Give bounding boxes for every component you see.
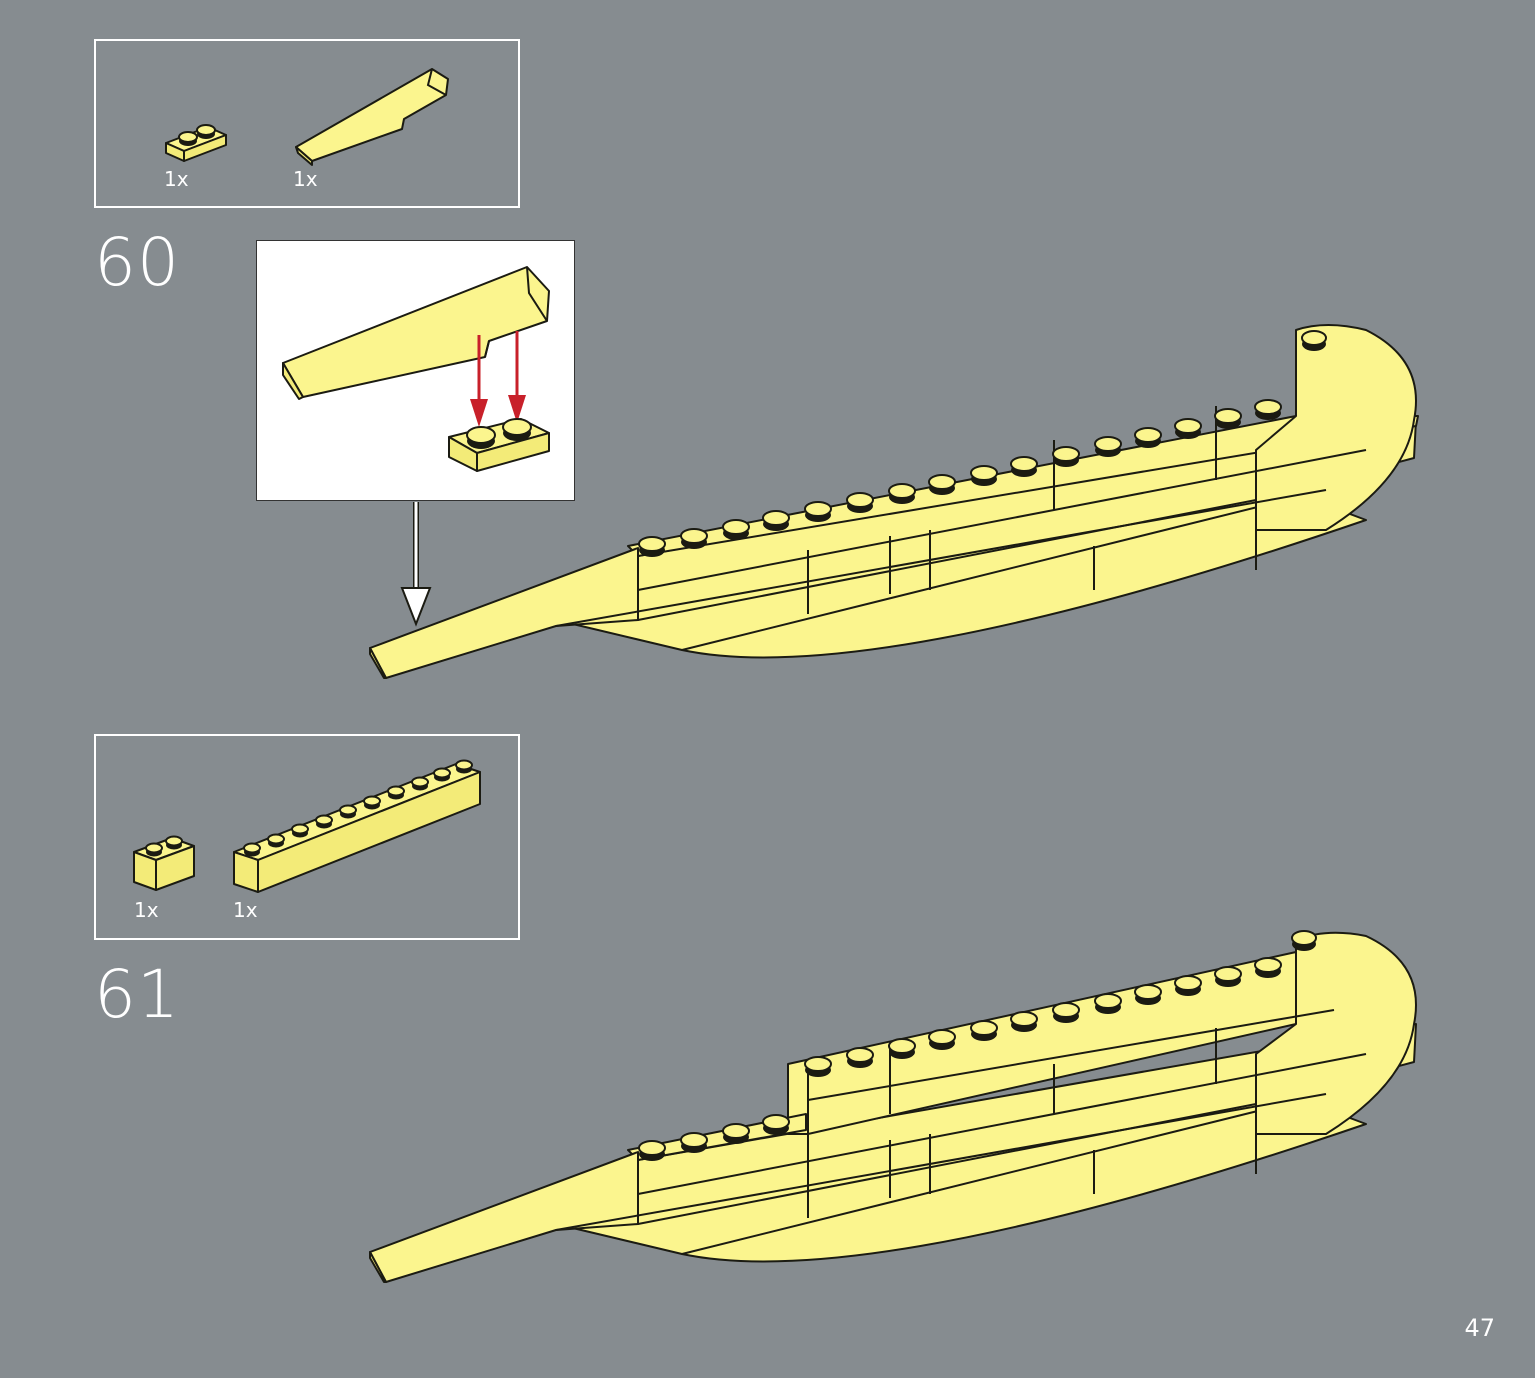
part-qty: 1x xyxy=(164,167,189,191)
wedge-slope-icon xyxy=(295,68,449,166)
brick-1x10-icon xyxy=(233,759,481,893)
step-60-parts-box: 1x 1x xyxy=(94,39,520,208)
stud-row xyxy=(638,930,1317,1161)
step-number: 60 xyxy=(94,224,180,301)
plate-1x2-icon xyxy=(448,418,550,472)
page-number: 47 xyxy=(1464,1314,1495,1342)
step-60-model xyxy=(369,324,1419,679)
step-number: 61 xyxy=(94,956,180,1033)
sub-assembly-callout xyxy=(256,240,575,501)
plate-1x2-icon xyxy=(165,124,227,162)
step-61-model xyxy=(369,930,1417,1283)
part-qty: 1x xyxy=(134,898,159,922)
stud-row xyxy=(638,330,1327,557)
attach-arrows-icon xyxy=(470,331,526,427)
placement-arrow-icon xyxy=(400,502,432,627)
part-qty: 1x xyxy=(293,167,318,191)
brick-1x2-icon xyxy=(133,835,195,891)
step-61-parts-box: 1x 1x xyxy=(94,734,520,940)
part-qty: 1x xyxy=(233,898,258,922)
